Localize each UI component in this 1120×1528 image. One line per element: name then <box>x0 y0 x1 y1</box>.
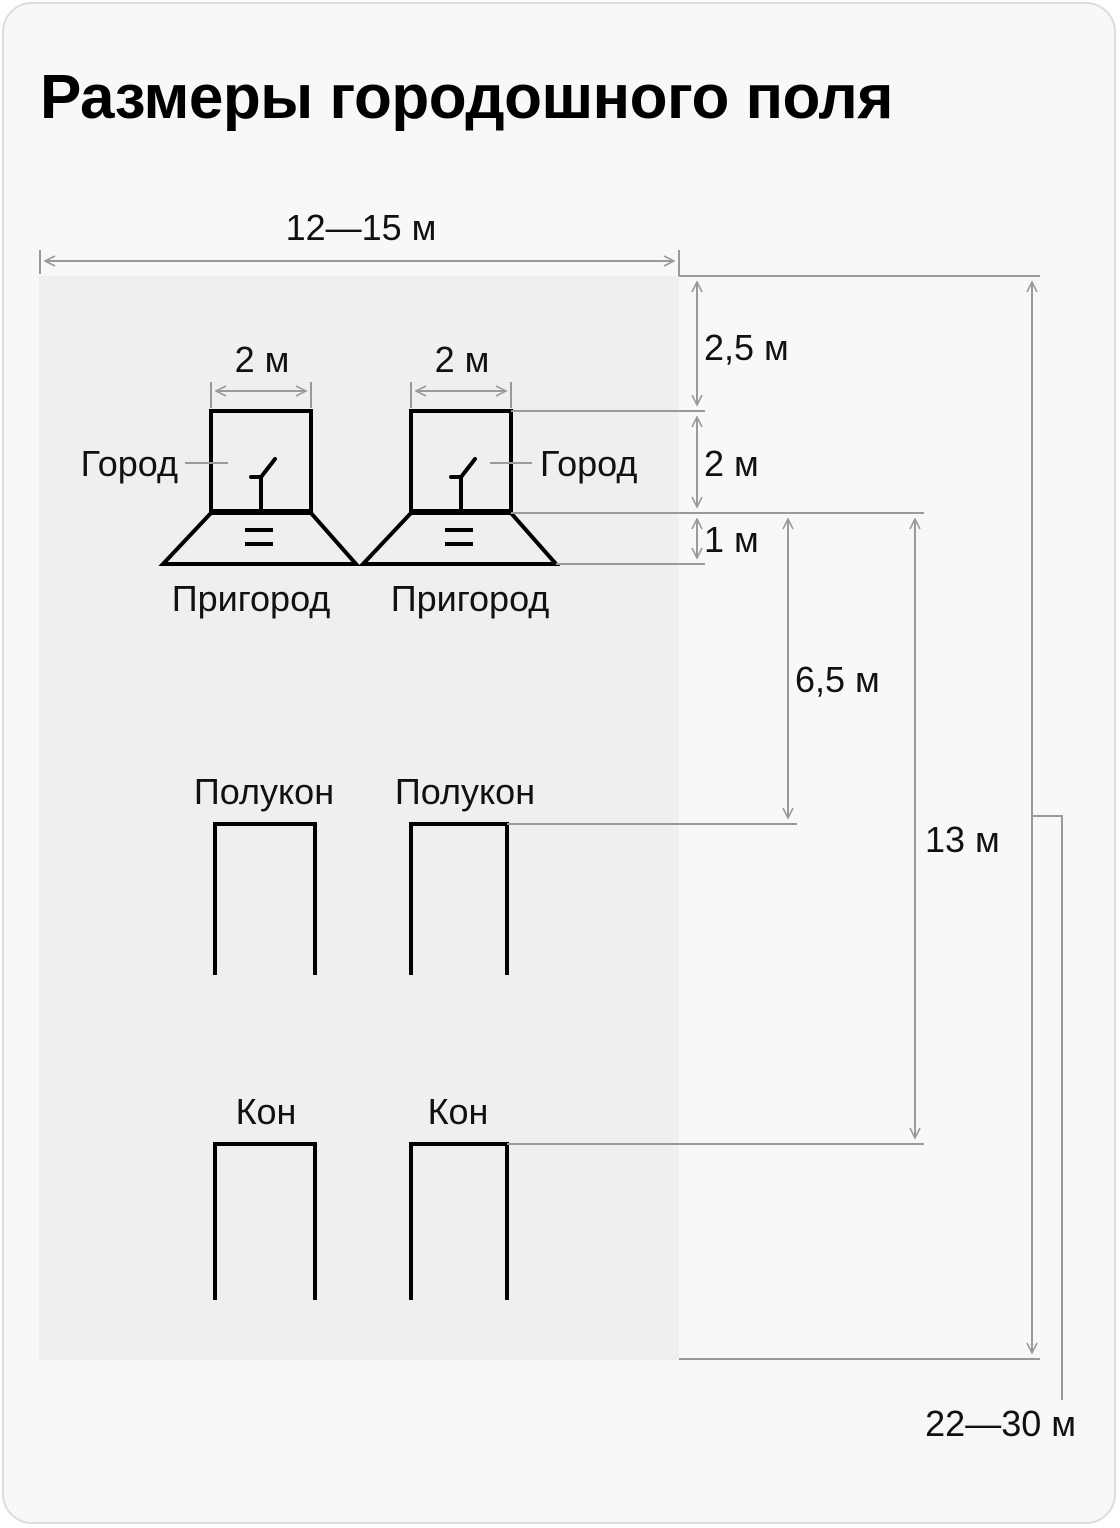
front-gap-label: 2,5 м <box>704 327 789 368</box>
gorodki-bat-icon <box>449 457 477 513</box>
field-area <box>39 276 679 1360</box>
gorodki-bat-icon <box>249 457 277 513</box>
extension-lines <box>507 275 1040 1360</box>
kon-line-right <box>409 1142 509 1300</box>
gorod-width-dimension-left <box>210 382 312 408</box>
equals-mark-icon <box>245 528 273 546</box>
field-length-leader <box>1032 815 1063 1400</box>
page-title: Размеры городошного поля <box>40 63 893 132</box>
gorod-width-dimension-right <box>410 382 512 408</box>
gorod-width-label-left: 2 м <box>235 339 290 380</box>
field-width-dimension <box>39 250 680 276</box>
kon-label-right: Кон <box>428 1091 489 1132</box>
kon-label-left: Кон <box>236 1091 297 1132</box>
gorod-width-label-right: 2 м <box>435 339 490 380</box>
equals-mark-icon <box>445 528 473 546</box>
prigorod-label-left: Пригород <box>172 578 331 619</box>
gorod-depth-label: 2 м <box>704 443 759 484</box>
field-length-label: 22—30 м <box>925 1403 1076 1444</box>
prigorod-trapezoid-left <box>158 511 361 566</box>
prigorod-depth-label: 1 м <box>704 519 759 560</box>
polukon-distance-label: 6,5 м <box>795 659 880 700</box>
gorod-label-left: Город <box>81 443 178 484</box>
polukon-label-left: Полукон <box>194 771 334 812</box>
kon-line-left <box>213 1142 317 1300</box>
polukon-line-left <box>213 822 317 975</box>
vertical-dimensions <box>697 282 1063 1400</box>
field-width-label: 12—15 м <box>286 207 437 248</box>
polukon-label-right: Полукон <box>395 771 535 812</box>
polukon-line-right <box>409 822 509 975</box>
prigorod-label-right: Пригород <box>391 578 550 619</box>
kon-distance-label: 13 м <box>925 819 1000 860</box>
gorod-label-right: Город <box>540 443 637 484</box>
